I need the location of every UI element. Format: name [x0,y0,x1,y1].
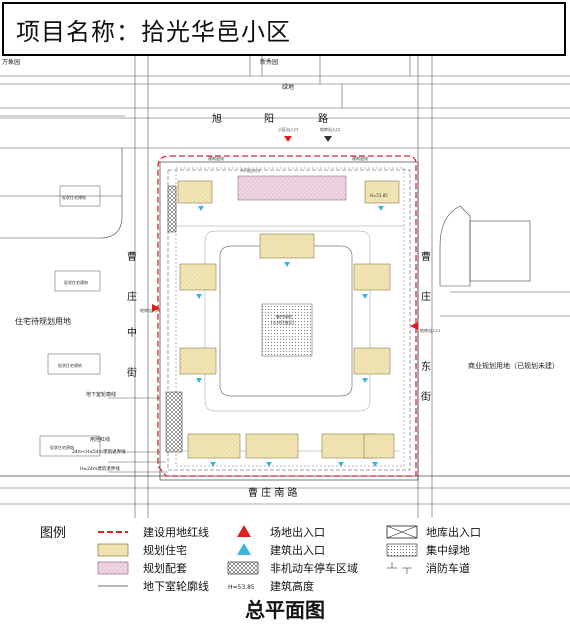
building-height-label: H=53.85 [370,193,388,198]
tiny-label: 建筑退线 [352,155,368,161]
central-green-sublabel: (公共开放区) [271,319,295,325]
legend-title: 图例 [40,526,66,541]
road-east-3: 东 [421,360,431,373]
project-title: 项目名称：拾光华邑小区 [16,18,291,46]
legend-item: 建筑出入口 [270,543,325,557]
gate-label: 小区出入口 [278,126,298,132]
road-north-2: 阳 [264,113,274,125]
legend-garage-cross-icon [386,525,418,539]
site-redline [157,155,417,477]
road-east-2: 庄 [421,290,431,303]
tiny-label: 建筑退线 [208,155,224,161]
site-entrances [152,136,418,330]
central-green [261,303,313,357]
gate-label: 地库出入口 [140,307,160,313]
road-north-1: 旭 [212,113,222,125]
label-north-mid: 新秀园 [260,58,278,66]
callout-underground: 地下室轮廓线 [86,391,116,398]
legend-height-sample: H=53.85 [228,584,255,591]
road-west-3: 中 [127,326,137,339]
existing-building-label: 现状住宅建筑 [58,362,82,368]
legend-site-entrance-icon [237,525,251,537]
legend-item: 建设用地红线 [143,525,209,539]
east-land-label: 商业规划用地（已规划未建） [468,361,559,370]
gate-label: 地库出入口 [420,327,440,333]
underground-outline [175,167,405,467]
bike-parking [167,185,177,233]
legend-item: 规划住宅 [143,543,187,557]
legend-facility-swatch [97,561,129,575]
setback-line-inner [167,169,411,471]
site-plan-map: 万象园 新秀园 绿地 旭 阳 路 曹 庄 中 街 曹 庄 东 街 曹 庄 南 路… [0,56,570,518]
legend-item: 消防车道 [426,561,470,575]
road-south: 曹 庄 南 路 [248,486,298,499]
road-north-3: 路 [318,112,328,125]
legend-green-swatch [386,543,418,557]
label-north-left: 万象园 [2,58,20,66]
existing-building-label: 现状住宅建筑 [62,194,86,200]
road-west-2: 庄 [127,290,137,303]
legend-building-entrance-icon [237,543,251,555]
legend-fire-road-swatch [391,562,408,574]
setback-line-outer [159,161,419,481]
west-callouts [108,397,168,473]
bike-parking [165,391,183,453]
callout-redline: 用地红线 [90,436,110,443]
drawing-title: 总平面图 [245,598,325,622]
fire-road-outer [204,230,371,412]
gate-label: 地库出入口 [320,126,340,132]
legend-item: 场地出入口 [270,525,325,539]
legend-item: 地下室轮廓线 [143,579,209,593]
legend-residential-swatch [97,543,129,557]
legend: 图例 建设用地红线 场地出入口 地库出入口 规划住宅 建筑出入口 集中绿地 规划… [40,525,481,593]
label-north-small: 绿地 [282,83,294,91]
existing-buildings [0,115,125,457]
building-entrances [196,206,384,467]
central-green-label: 集中绿地 [276,313,292,319]
road-west-4: 街 [127,366,137,379]
legend-item: 建筑高度 [270,579,314,593]
existing-building-label: 现状住宅建筑 [50,444,74,450]
legend-item: 非机动车停车区域 [270,561,358,575]
legend-item: 集中绿地 [426,543,470,557]
existing-building-label: 现状住宅建筑 [64,279,88,285]
residential-buildings [177,180,400,459]
tiny-label: 人行出入口 [240,167,260,173]
callout-setback-high: 24m<H≤54m建筑退界线 [72,448,126,455]
fire-road-loop [219,245,353,397]
legend-item: 规划配套 [143,561,187,575]
legend-bike-swatch [227,561,259,575]
road-west-1: 曹 [127,250,137,263]
west-land-label: 住宅待规划用地 [15,316,71,326]
legend-item: 地库出入口 [426,525,481,539]
road-east-4: 街 [421,390,431,403]
callout-setback-low: H≤24m建筑退界线 [80,465,120,472]
road-east-1: 曹 [421,250,431,263]
planned-facility [237,175,347,201]
title-box: 项目名称：拾光华邑小区 [2,2,566,56]
